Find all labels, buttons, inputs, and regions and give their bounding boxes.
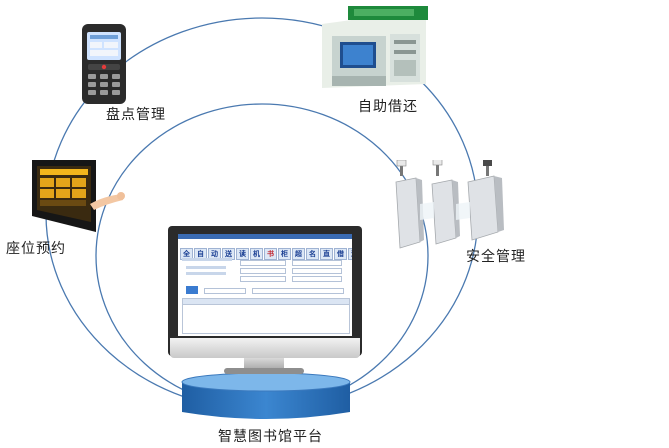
banner-char-tile: 名	[306, 248, 319, 260]
screen-form-area	[182, 256, 348, 296]
banner-char-tile: 机	[250, 248, 263, 260]
screen-banner: 全自动送读机书柜超名直借退	[178, 239, 352, 260]
label-security: 安全管理	[466, 249, 526, 265]
platform-monitor: 全自动送读机书柜超名直借退	[168, 226, 362, 376]
monitor-foot	[224, 368, 304, 374]
banner-char-tile: 柜	[278, 248, 291, 260]
monitor-screen: 全自动送读机书柜超名直借退	[178, 234, 352, 336]
screen-titlebar	[178, 234, 352, 239]
self-service-kiosk	[322, 6, 428, 88]
screen-table	[182, 298, 350, 334]
platform-base	[181, 372, 351, 419]
banner-char-tile: 读	[236, 248, 249, 260]
banner-char-tile: 退	[348, 248, 352, 260]
label-platform: 智慧图书馆平台	[218, 429, 323, 445]
label-seat-booking: 座位预约	[6, 241, 66, 257]
banner-char-tile: 直	[320, 248, 333, 260]
banner-char-tile: 超	[292, 248, 305, 260]
label-inventory: 盘点管理	[106, 107, 166, 123]
monitor-chin	[170, 338, 360, 358]
label-self-service: 自助借还	[358, 99, 418, 115]
handheld-scanner-device	[82, 24, 126, 104]
banner-char-tile: 借	[334, 248, 347, 260]
seat-booking-terminal	[32, 160, 125, 232]
monitor-neck	[244, 358, 284, 370]
security-gates	[395, 160, 504, 249]
banner-char-tile: 书	[264, 248, 277, 260]
